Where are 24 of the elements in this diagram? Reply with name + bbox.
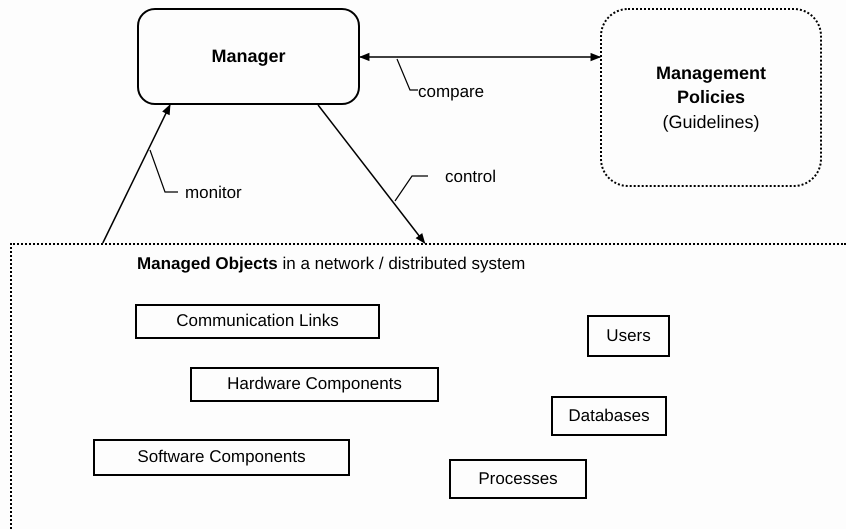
edge-label: compare: [418, 81, 484, 103]
arrow: [358, 52, 602, 62]
edge-label: control: [445, 166, 496, 188]
node-title: Databases: [568, 404, 650, 427]
node-title: Manager: [210, 45, 287, 68]
node-title: Users: [606, 324, 651, 347]
region-title: Managed Objects in a network / distributed system: [137, 253, 526, 275]
arrow: [317, 104, 426, 244]
node-title: Management Policies: [654, 62, 768, 110]
object-box: [449, 459, 587, 499]
arrow: [102, 104, 171, 244]
object-box: [190, 367, 439, 402]
edge-label: monitor: [185, 182, 242, 204]
object-box: [93, 439, 350, 476]
object-box: [135, 304, 380, 339]
node-title: Software Components: [137, 446, 306, 468]
object-box: [551, 396, 667, 436]
object-box: [587, 315, 670, 357]
node-title: Communication Links: [176, 310, 339, 332]
region-area: [10, 243, 846, 529]
node-title: Processes: [478, 468, 558, 490]
node-title: Hardware Components: [227, 373, 402, 396]
manager-box: [137, 8, 360, 105]
node-subtitle: (Guidelines): [662, 110, 760, 134]
